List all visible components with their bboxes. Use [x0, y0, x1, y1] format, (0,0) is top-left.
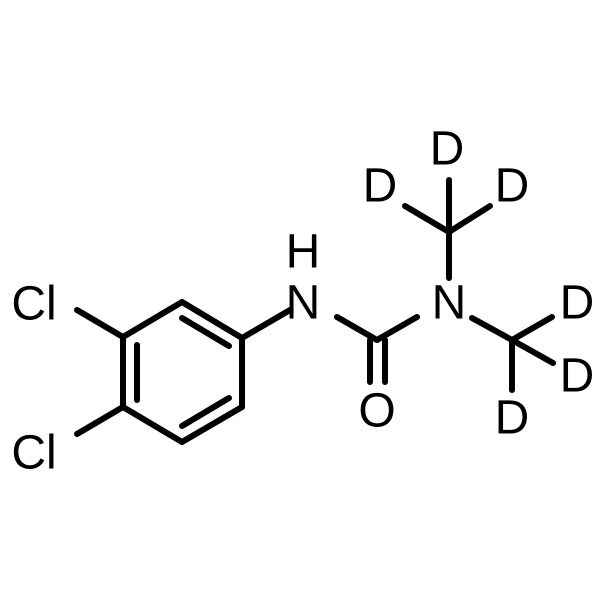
ring-bond-c4-c5 [179, 404, 245, 445]
atom-cl-upper: Cl [11, 278, 56, 331]
ring-inner-double-bond-top [179, 315, 232, 349]
atom-carbonyl-oxygen: O [358, 385, 395, 438]
ring-bond-c5-c6 [120, 404, 185, 445]
benzene-ring [120, 299, 245, 445]
bond-lower-c-d-right [509, 314, 555, 343]
ring-bond-c2-c3 [179, 299, 245, 341]
bond-carbonyl-c-n [374, 314, 420, 343]
atom-deuterium-3: D [495, 160, 530, 213]
atom-cl-lower: Cl [11, 427, 56, 480]
bond-upper-c-d-right [446, 203, 493, 235]
bond-n-lower-cd3 [469, 315, 515, 343]
bond-upper-c-d-left [402, 203, 452, 235]
atom-nh-nitrogen: N [286, 277, 321, 330]
bond-lower-c-d-right-lower [509, 337, 556, 366]
atom-deuterium-6: D [495, 392, 530, 445]
atom-deuterium-5: D [560, 350, 595, 403]
atom-deuterium-2: D [363, 160, 398, 213]
ring-inner-double-bond-bottom [179, 395, 232, 429]
bond-nh-carbonyl-c [334, 314, 380, 343]
atom-h-on-nh: H [286, 226, 321, 279]
atom-dimethyl-nitrogen: N [432, 277, 467, 330]
bond-ring-nh [239, 307, 293, 341]
atom-deuterium-1: D [430, 123, 465, 176]
bond-c1-cl-upper [74, 307, 126, 340]
atom-deuterium-4: D [560, 277, 595, 330]
bond-c6-cl-lower [74, 404, 126, 437]
ring-bond-c1-c2 [120, 299, 185, 340]
